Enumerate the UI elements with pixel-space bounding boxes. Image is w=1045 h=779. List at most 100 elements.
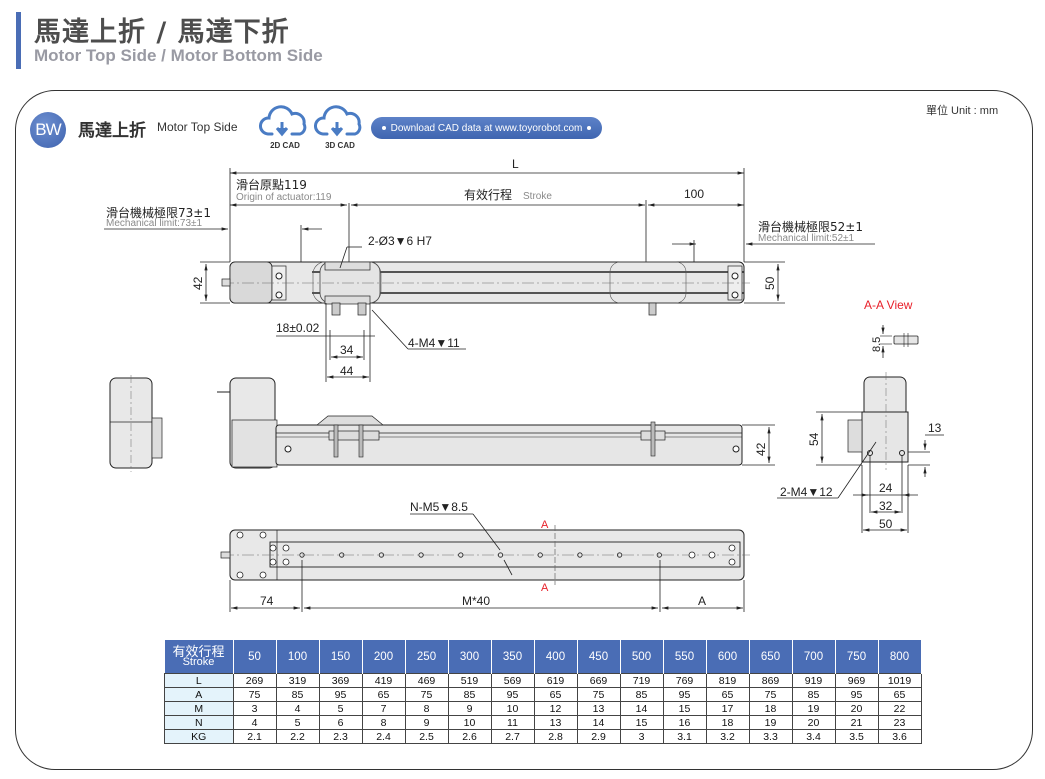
dim-100: 100 bbox=[684, 187, 704, 201]
page-title: 馬達上折 / 馬達下折 bbox=[34, 17, 290, 48]
table-cell: 23 bbox=[877, 715, 922, 730]
table-cell: 319 bbox=[275, 673, 320, 688]
mech-limit-right-en: Mechanical limit:52±1 bbox=[758, 233, 855, 244]
stroke-header: 有效行程 Stroke bbox=[164, 640, 234, 674]
table-cell: 14 bbox=[576, 715, 621, 730]
table-cell: 75 bbox=[232, 687, 277, 702]
table-cell: 2.7 bbox=[490, 729, 535, 744]
table-cell: 769 bbox=[662, 673, 707, 688]
mech-limit-left-en: Mechanical limit:73±1 bbox=[106, 218, 203, 229]
dim-42-side: 42 bbox=[754, 442, 768, 456]
stroke-column-header: 50 bbox=[233, 640, 277, 674]
stroke-column-header: 500 bbox=[620, 640, 664, 674]
table-cell: 2.3 bbox=[318, 729, 363, 744]
section-title-zh: 馬達上折 bbox=[78, 121, 146, 141]
download-cad-text: Download CAD data at www.toyorobot.com bbox=[390, 122, 583, 134]
bolt-hole bbox=[259, 571, 267, 579]
table-cell: 95 bbox=[318, 687, 363, 702]
row-label: M bbox=[164, 701, 234, 716]
bolt-hole bbox=[269, 544, 277, 552]
table-cell: 17 bbox=[705, 701, 750, 716]
table-cell: 469 bbox=[404, 673, 449, 688]
table-cell: 22 bbox=[877, 701, 922, 716]
table-cell: 14 bbox=[619, 701, 664, 716]
table-cell: 2.1 bbox=[232, 729, 277, 744]
stroke-column-header: 750 bbox=[835, 640, 879, 674]
dim-34: 34 bbox=[340, 343, 354, 357]
stroke-label-en: Stroke bbox=[523, 191, 552, 202]
stroke-header-en: Stroke bbox=[182, 655, 215, 668]
table-cell: 85 bbox=[619, 687, 664, 702]
tap-m4-11-callout: 4-M4▼11 bbox=[408, 336, 460, 350]
table-cell: 2.2 bbox=[275, 729, 320, 744]
table-cell: 10 bbox=[447, 715, 492, 730]
cloud-download-icon bbox=[314, 105, 362, 137]
cad-2d-button[interactable]: 2D CAD bbox=[258, 104, 312, 150]
tap-hole bbox=[656, 552, 662, 558]
table-cell: 3.4 bbox=[791, 729, 836, 744]
table-cell: 669 bbox=[576, 673, 621, 688]
table-cell: 4 bbox=[232, 715, 277, 730]
stroke-column-header: 350 bbox=[491, 640, 535, 674]
bolt-hole bbox=[708, 551, 716, 559]
dim-74: 74 bbox=[260, 594, 274, 608]
row-label: N bbox=[164, 715, 234, 730]
origin-label-zh: 滑台原點119 bbox=[236, 177, 307, 192]
table-cell: 21 bbox=[834, 715, 879, 730]
aa-view-label: A-A View bbox=[864, 298, 913, 312]
table-cell: 919 bbox=[791, 673, 836, 688]
table-cell: 3.1 bbox=[662, 729, 707, 744]
tap-hole bbox=[616, 552, 623, 558]
table-cell: 85 bbox=[275, 687, 320, 702]
tap-hole bbox=[339, 552, 345, 558]
table-cell: 2.8 bbox=[533, 729, 578, 744]
table-cell: 3.6 bbox=[877, 729, 922, 744]
table-cell: 65 bbox=[877, 687, 922, 702]
table-cell: 19 bbox=[791, 701, 836, 716]
dim-m40: M*40 bbox=[462, 594, 490, 608]
bolt-hole bbox=[236, 571, 244, 579]
bullet-icon bbox=[587, 126, 592, 130]
table-cell: 569 bbox=[490, 673, 535, 688]
cad-2d-label: 2D CAD bbox=[270, 141, 300, 150]
cad-3d-label: 3D CAD bbox=[325, 141, 355, 150]
title-accent-bar bbox=[16, 12, 21, 69]
aa-section-view bbox=[880, 325, 919, 358]
stroke-column-header: 400 bbox=[534, 640, 578, 674]
table-cell: 95 bbox=[662, 687, 707, 702]
bolt-hole bbox=[282, 544, 290, 552]
table-cell: 5 bbox=[275, 715, 320, 730]
table-cell: 269 bbox=[232, 673, 277, 688]
table-cell: 3.2 bbox=[705, 729, 750, 744]
download-cad-link[interactable]: Download CAD data at www.toyorobot.com bbox=[371, 117, 602, 139]
table-cell: 10 bbox=[490, 701, 535, 716]
stroke-column-header: 600 bbox=[706, 640, 750, 674]
side-view bbox=[217, 377, 743, 469]
table-cell: 7 bbox=[361, 701, 406, 716]
table-cell: 419 bbox=[361, 673, 406, 688]
table-cell: 8 bbox=[361, 715, 406, 730]
table-cell: 20 bbox=[791, 715, 836, 730]
table-cell: 19 bbox=[748, 715, 793, 730]
table-cell: 969 bbox=[834, 673, 879, 688]
cad-3d-button[interactable]: 3D CAD bbox=[313, 104, 367, 150]
mech-limit-right-zh: 滑台機械極限52±1 bbox=[758, 219, 863, 234]
tap-hole bbox=[418, 552, 424, 558]
unit-label: 單位 Unit : mm bbox=[926, 105, 999, 117]
table-cell: 3.3 bbox=[748, 729, 793, 744]
dim-8-5: 8.5 bbox=[871, 337, 883, 352]
bolt-hole bbox=[269, 558, 277, 566]
bolt-hole bbox=[728, 544, 736, 552]
table-cell: 15 bbox=[662, 701, 707, 716]
table-cell: 2.6 bbox=[447, 729, 492, 744]
table-cell: 13 bbox=[533, 715, 578, 730]
table-cell: 8 bbox=[404, 701, 449, 716]
table-cell: 12 bbox=[533, 701, 578, 716]
table-cell: 369 bbox=[318, 673, 363, 688]
table-cell: 85 bbox=[791, 687, 836, 702]
row-label: KG bbox=[164, 729, 234, 744]
table-cell: 5 bbox=[318, 701, 363, 716]
dim-54: 54 bbox=[807, 432, 821, 446]
table-cell: 65 bbox=[533, 687, 578, 702]
